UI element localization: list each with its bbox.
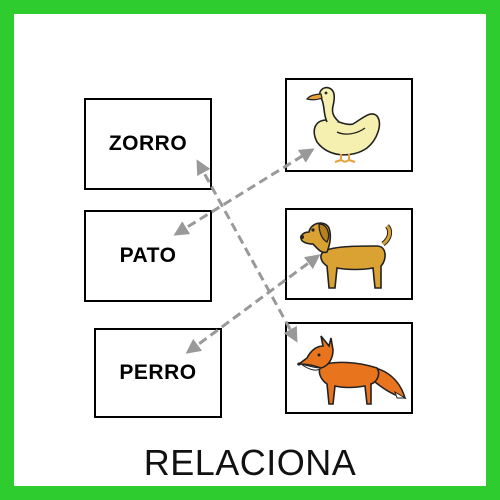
duck-icon (306, 86, 381, 163)
word-pato: PATO (119, 244, 177, 267)
word-zorro: ZORRO (108, 132, 188, 155)
title-relaciona: RELACIONA (143, 442, 357, 483)
dog-icon (300, 222, 393, 289)
arrow-perro-dog (185, 254, 321, 354)
arrow-pato-duck (173, 148, 315, 236)
word-perro: PERRO (119, 361, 197, 384)
